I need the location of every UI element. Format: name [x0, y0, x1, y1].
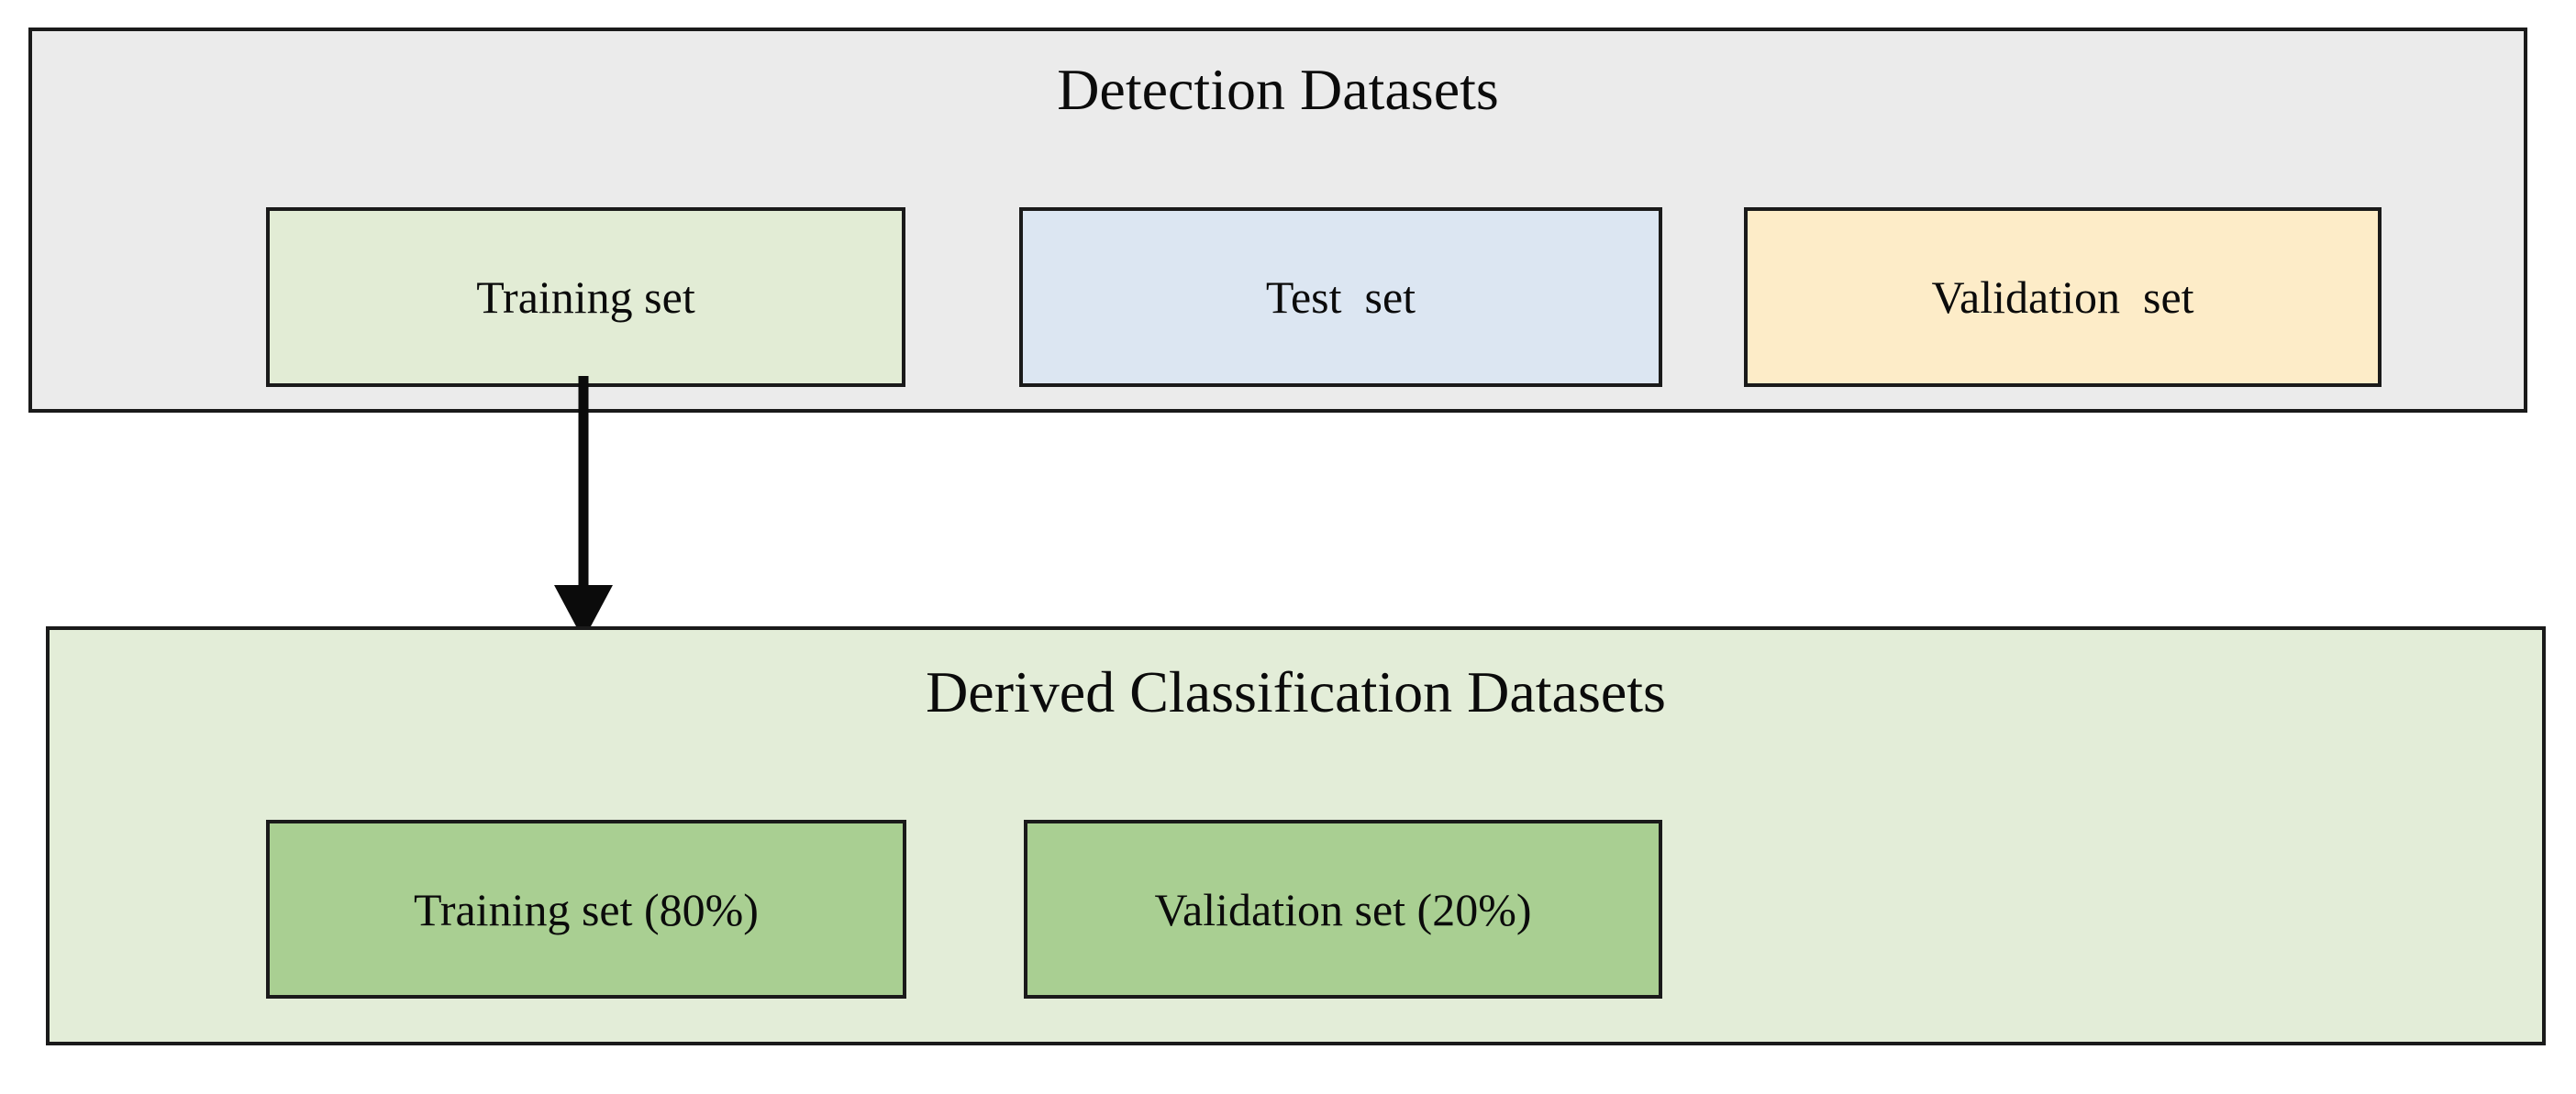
arrow-down-icon [554, 376, 613, 640]
detection-test-set-box[interactable]: Test set [1019, 207, 1662, 387]
derived-classification-datasets-panel: Derived Classification Datasets Training… [46, 626, 2546, 1045]
detection-validation-set-box[interactable]: Validation set [1744, 207, 2382, 387]
detection-test-set-label: Test set [1265, 271, 1416, 323]
derived-classification-datasets-title: Derived Classification Datasets [926, 659, 1666, 724]
derived-training-set-label: Training set (80%) [414, 883, 759, 935]
derived-validation-set-box[interactable]: Validation set (20%) [1024, 820, 1662, 999]
derived-validation-set-label: Validation set (20%) [1154, 883, 1532, 935]
detection-datasets-title: Detection Datasets [1057, 57, 1499, 122]
derived-training-set-box[interactable]: Training set (80%) [266, 820, 906, 999]
detection-validation-set-label: Validation set [1931, 271, 2194, 323]
detection-datasets-panel: Detection Datasets Training set Test set… [28, 28, 2527, 413]
detection-training-set-box[interactable]: Training set [266, 207, 905, 387]
detection-training-set-label: Training set [476, 271, 695, 323]
